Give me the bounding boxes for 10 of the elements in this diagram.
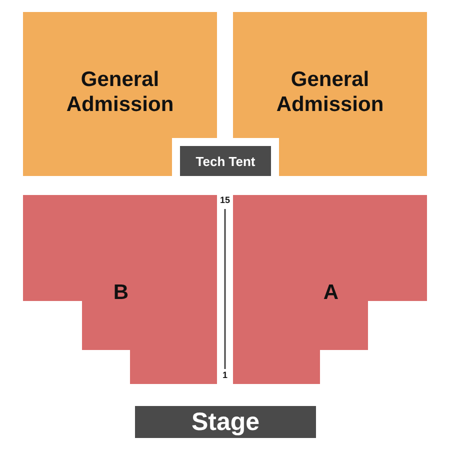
venue-area — [180, 146, 271, 176]
section-label: Tech Tent — [194, 153, 256, 171]
section-label: A — [322, 280, 340, 306]
section-label: B — [112, 280, 130, 306]
row-number: 15 — [218, 195, 231, 206]
section-label: General Admission — [65, 66, 175, 118]
venue-area — [135, 406, 316, 438]
row-number: 1 — [221, 370, 228, 381]
section-label: Stage — [190, 407, 261, 438]
section-label: General Admission — [275, 66, 385, 118]
